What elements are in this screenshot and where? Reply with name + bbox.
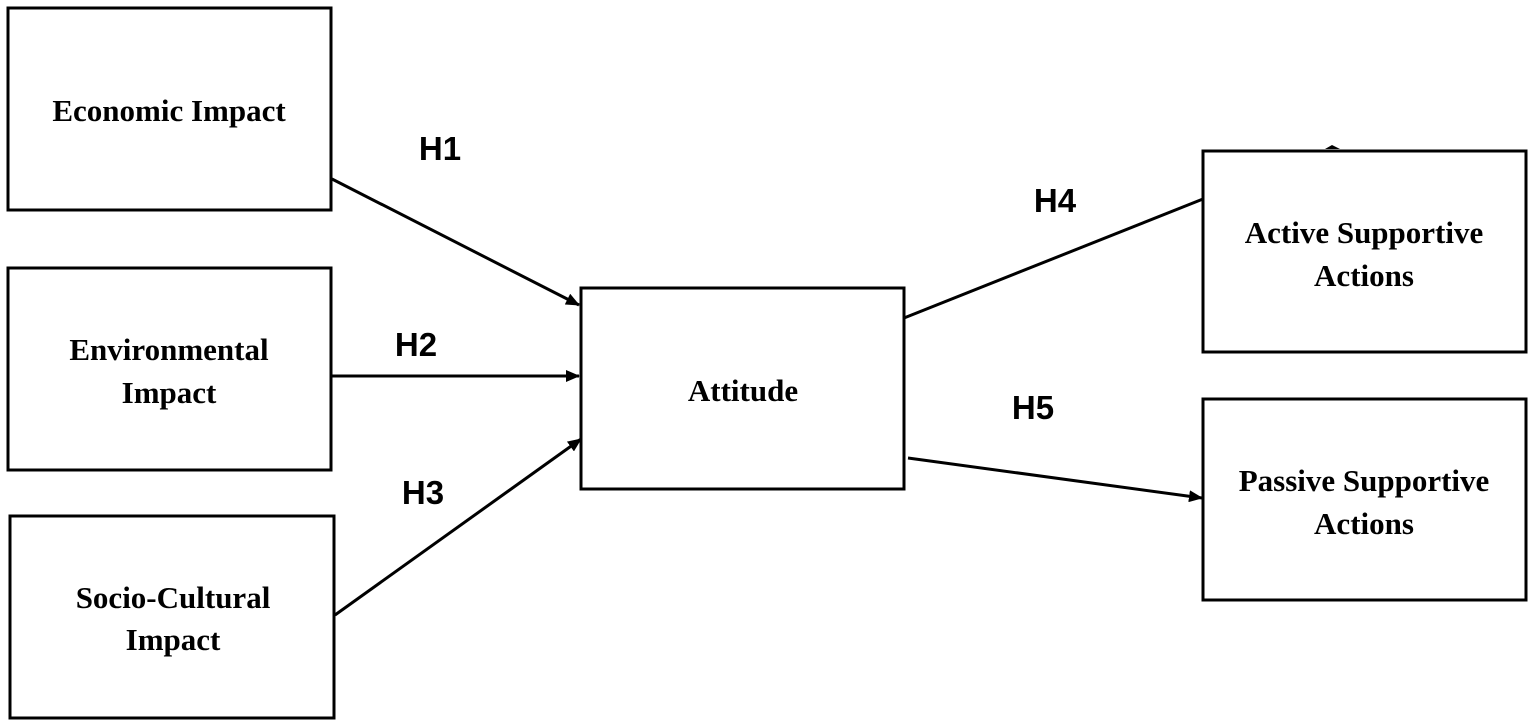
edge-label-h4: H4: [1034, 182, 1077, 219]
node-active-supportive-actions: Active Supportive Actions: [1201, 149, 1528, 354]
node-label-line2: Impact: [122, 375, 217, 410]
arrow-h4: [903, 197, 1204, 320]
arrow-h3: [334, 437, 582, 617]
node-label-line2: Impact: [126, 622, 221, 657]
node-environmental-impact: Environmental Impact: [6, 266, 333, 472]
node-label-line2: Actions: [1314, 506, 1414, 541]
edge-label-h2: H2: [395, 326, 437, 363]
node-label-line1: Active Supportive: [1245, 215, 1484, 250]
node-label-line1: Socio-Cultural: [76, 580, 271, 615]
node-economic-impact: Economic Impact: [6, 6, 333, 212]
node-passive-supportive-actions: Passive Supportive Actions: [1201, 397, 1528, 602]
edge-label-h1: H1: [419, 130, 461, 167]
edge-label-h3: H3: [402, 474, 444, 511]
node-socio-cultural-impact: Socio-Cultural Impact: [8, 514, 336, 720]
node-label-line1: Passive Supportive: [1239, 463, 1490, 498]
node-label: Economic Impact: [52, 93, 286, 128]
node-label: Attitude: [688, 373, 798, 408]
node-label-line1: Environmental: [69, 332, 269, 367]
arrow-h5: [907, 456, 1203, 503]
node-label-line2: Actions: [1314, 258, 1414, 293]
arrow-h1: [331, 177, 580, 307]
arrowhead-tick: [1325, 145, 1340, 149]
node-attitude: Attitude: [579, 286, 906, 491]
edge-label-h5: H5: [1012, 389, 1054, 426]
